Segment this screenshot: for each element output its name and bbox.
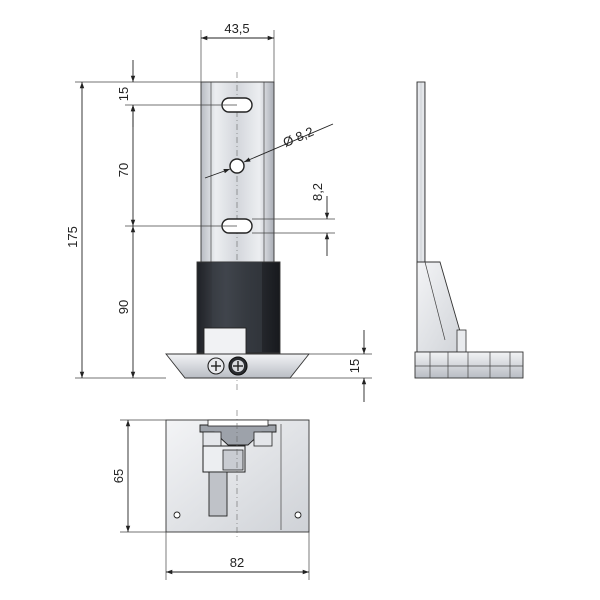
front-view: 43,5 15 70 90 175 Ø 8,2 8,2 1 xyxy=(65,21,372,402)
dim-slot-offset: 15 xyxy=(116,87,131,101)
diameter-leader xyxy=(243,123,334,163)
mounting-hole xyxy=(229,158,245,174)
side-base-foot xyxy=(414,351,524,379)
screw-icon xyxy=(228,356,248,376)
dim-total-height: 175 xyxy=(65,226,80,248)
dim-bracket-width: 43,5 xyxy=(224,21,249,36)
mount-hole-icon xyxy=(294,511,302,519)
dim-hole-diameter: Ø 8,2 xyxy=(281,124,316,150)
mount-hole-icon xyxy=(173,511,181,519)
dim-hole-spacing: 70 xyxy=(116,163,131,177)
top-view: 65 82 xyxy=(111,410,310,580)
dim-depth: 65 xyxy=(111,469,126,483)
dim-base-height: 90 xyxy=(116,300,131,314)
side-view xyxy=(414,81,524,379)
screw-icon xyxy=(207,357,225,375)
dim-base-width: 82 xyxy=(230,555,244,570)
dim-foot-height: 15 xyxy=(347,359,362,373)
top-stem xyxy=(208,471,228,517)
dim-slot-width: 8,2 xyxy=(310,183,325,201)
clip-window xyxy=(203,327,247,355)
